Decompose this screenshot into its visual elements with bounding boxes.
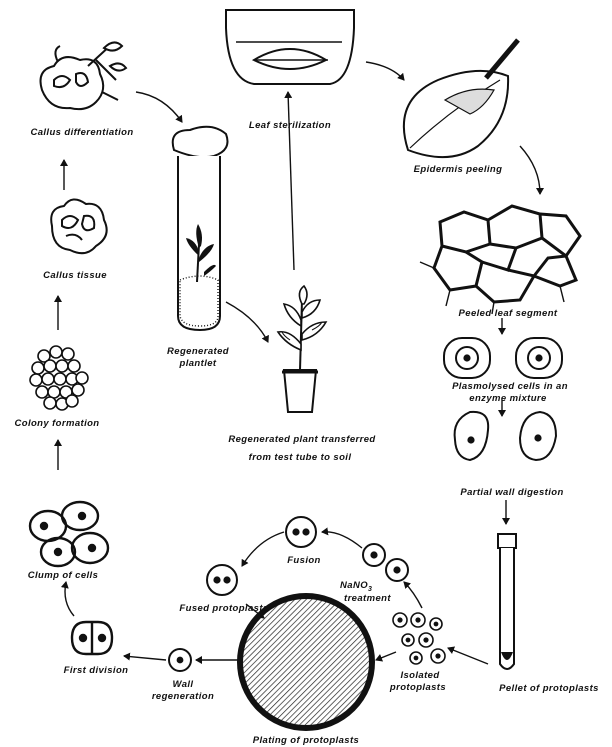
arrow-nano3-to-fusion (322, 532, 362, 548)
label-isolated-line1: Isolated (400, 670, 439, 682)
label-plasmolysed-line2: enzyme mixture (469, 393, 546, 405)
clump-of-cells (30, 502, 108, 566)
label-plating-of-protoplasts: Plating of protoplasts (253, 735, 359, 747)
arrow-isolated-to-dish (376, 652, 396, 660)
arrow-wall-to-division (124, 656, 166, 660)
peeled-leaf-segment (420, 206, 580, 314)
label-fusion: Fusion (287, 555, 321, 567)
arrow-division-to-clump (65, 582, 74, 616)
label-fused-protoplasts: Fused protoplasts (179, 603, 268, 615)
arrow-plant-to-dish (288, 92, 294, 270)
arrow-fusion-to-fused (242, 532, 284, 566)
callus-tissue (51, 199, 106, 253)
label-callus-differentiation: Callus differentiation (30, 127, 133, 139)
label-leaf-sterilization: Leaf sterilization (249, 120, 331, 132)
label-partial-wall-digestion: Partial wall digestion (460, 487, 563, 499)
label-plantlet-line2: plantlet (180, 358, 217, 370)
first-division-cells (72, 622, 112, 654)
arrow-tube-to-plant (226, 302, 268, 342)
label-wall-line2: regeneration (152, 691, 214, 703)
colony-formation (30, 346, 88, 410)
wall-regeneration-cell (169, 649, 191, 671)
label-peeled-leaf-segment: Peeled leaf segment (459, 308, 558, 320)
plating-dish (240, 596, 372, 728)
plantlet-test-tube (173, 127, 228, 330)
fused-protoplast (207, 565, 237, 595)
partial-digestion-cells (455, 412, 556, 460)
arrow-peeling-to-segment (520, 146, 540, 194)
nano3-pair (363, 544, 408, 581)
arrow-dish-to-peeling (366, 62, 404, 80)
label-epidermis-peeling: Epidermis peeling (414, 164, 503, 176)
label-clump-of-cells: Clump of cells (28, 570, 99, 582)
label-plantlet-line1: Regenerated (167, 346, 229, 358)
label-regenerated-plant-line1: Regenerated plant transferred (228, 434, 375, 446)
peeling-leaf (404, 40, 518, 157)
label-pellet-of-protoplasts: Pellet of protoplasts (499, 683, 599, 695)
label-first-division: First division (64, 665, 129, 677)
label-plasmolysed-line1: Plasmolysed cells in an (452, 381, 568, 393)
sterilization-dish (226, 10, 354, 84)
nano3-subscript: 3 (368, 586, 372, 593)
potted-plant (278, 286, 326, 412)
nano3-formula: NaNO (340, 580, 368, 591)
arrow-isolated-to-nano3 (404, 582, 422, 608)
label-colony-formation: Colony formation (14, 418, 99, 430)
callus-differentiation (41, 42, 127, 109)
fusion-pair (286, 517, 316, 547)
label-callus-tissue: Callus tissue (43, 270, 107, 282)
pellet-test-tube (498, 534, 516, 669)
label-wall-line1: Wall (173, 679, 194, 691)
label-nano3-line2: treatment (344, 593, 391, 605)
arrow-tube-to-isolated (448, 648, 488, 664)
arrow-differentiation-to-tube (136, 92, 182, 122)
label-regenerated-plant-line2: from test tube to soil (249, 452, 352, 464)
label-isolated-line2: protoplasts (390, 682, 446, 694)
plasmolysed-cells (444, 338, 562, 378)
isolated-protoplasts (393, 613, 445, 664)
leaf-in-dish (254, 49, 328, 69)
